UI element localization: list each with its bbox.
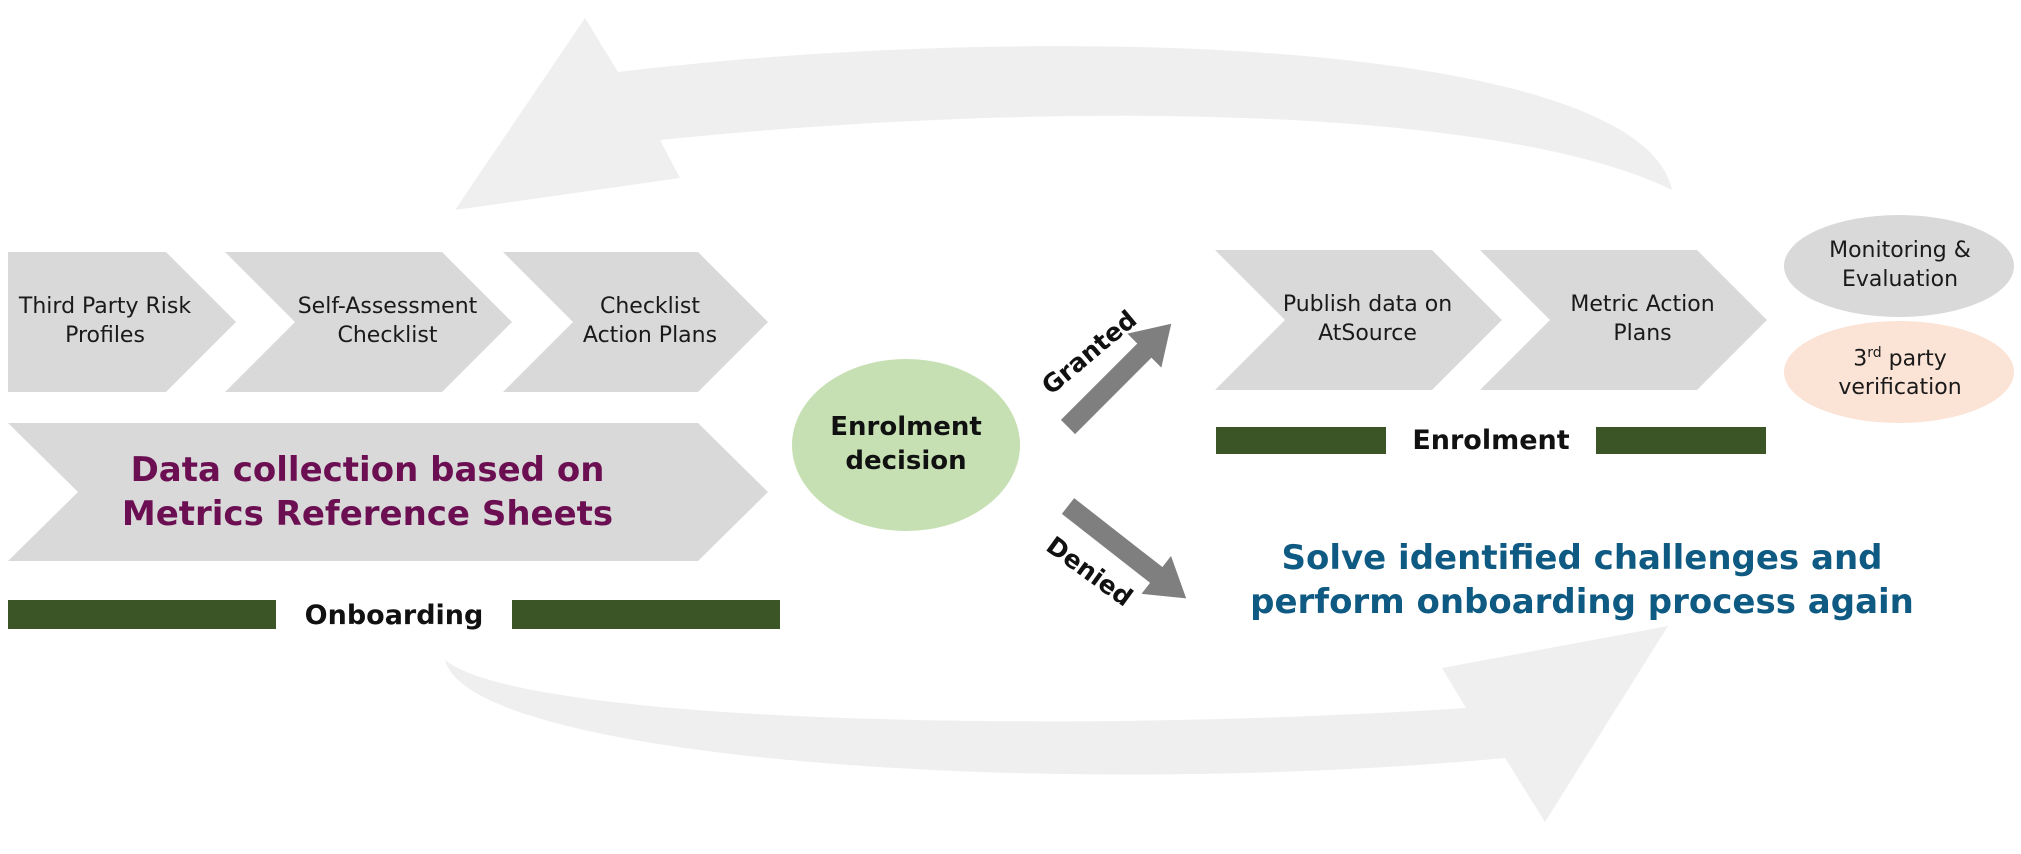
granted-arrow bbox=[1060, 323, 1172, 435]
monitoring-ellipse bbox=[1784, 215, 2014, 317]
onboarding-bar-left bbox=[8, 600, 276, 629]
onboarding-phase-label: Onboarding bbox=[304, 600, 484, 632]
chevron-data-collection bbox=[8, 423, 768, 561]
enrolment-phase-label: Enrolment bbox=[1412, 425, 1570, 457]
chevron-publish-data bbox=[1215, 250, 1502, 390]
step-self-assessment-label: Self-Assessment Checklist bbox=[297, 294, 478, 348]
denied-outcome-label: Solve identified challenges and perform … bbox=[1250, 537, 1914, 622]
chevron-third-party-risk bbox=[8, 252, 236, 392]
verification-text: party verification bbox=[1838, 346, 1962, 400]
chevron-metric-action-plans bbox=[1480, 250, 1767, 390]
verification-label: 3rd party verification bbox=[1814, 333, 1986, 413]
enrolment-decision-label: Enrolment decision bbox=[830, 412, 982, 476]
step-publish-data-label: Publish data on AtSource bbox=[1282, 292, 1453, 346]
step-checklist-action-plans-label: Checklist Action Plans bbox=[582, 294, 718, 348]
step-third-party-risk-label: Third Party Risk Profiles bbox=[18, 294, 192, 348]
enrolment-bar-right bbox=[1596, 427, 1766, 454]
verification-number: 3 bbox=[1853, 346, 1868, 372]
enrolment-decision-ellipse bbox=[792, 359, 1020, 531]
onboarding-bar-right bbox=[512, 600, 780, 629]
step-metric-action-plans-label: Metric Action Plans bbox=[1570, 292, 1715, 346]
monitoring-label: Monitoring & Evaluation bbox=[1829, 238, 1971, 292]
verification-ordinal: rd bbox=[1867, 344, 1882, 361]
verification-ellipse bbox=[1784, 321, 2014, 423]
top-loop-arrow bbox=[455, 18, 1672, 210]
denied-arrow bbox=[1061, 498, 1187, 599]
data-collection-label: Data collection based on Metrics Referen… bbox=[121, 449, 614, 534]
chevron-checklist-action-plans bbox=[503, 252, 768, 392]
bottom-loop-arrow bbox=[445, 626, 1668, 822]
chevron-self-assessment bbox=[225, 252, 512, 392]
enrolment-bar-left bbox=[1216, 427, 1386, 454]
